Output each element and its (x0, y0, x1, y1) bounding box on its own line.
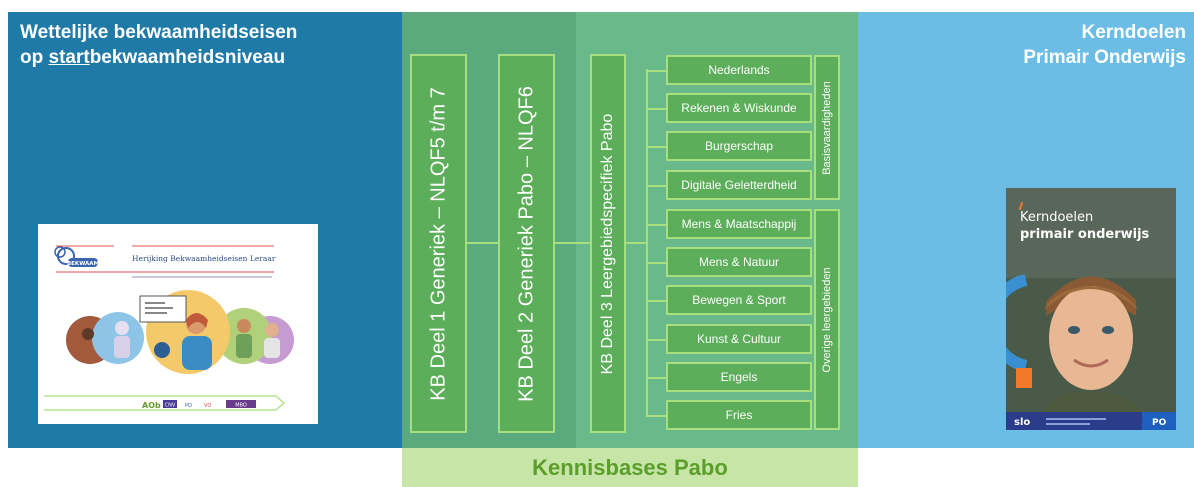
left-title: Wettelijke bekwaamheidseisen op startbek… (20, 20, 297, 70)
right-title: Kerndoelen Primair Onderwijs (1023, 20, 1186, 70)
kb-deel-1-label: KB Deel 1 Generiek – NLQF5 t/m 7 (427, 86, 449, 401)
connector-deel2-deel3 (555, 242, 590, 244)
kerndoelen-cover-image: Kerndoelen primair onderwijs slo PO (1006, 188, 1176, 430)
subject-kunst-cultuur: Kunst & Cultuur (666, 324, 812, 354)
subject-mens-maatschappij: Mens & Maatschappij (666, 209, 812, 239)
category-overige-leergebieden: Overige leergebieden (814, 209, 840, 430)
connector-deel1-deel2 (467, 242, 498, 244)
subject-nederlands: Nederlands (666, 55, 812, 85)
cover-right-title-line2: primair onderwijs (1020, 227, 1150, 242)
category-basisvaardigheden: Basisvaardigheden (814, 55, 840, 200)
kb-deel-2-box: KB Deel 2 Generiek Pabo – NLQF6 (498, 54, 555, 433)
subject-rekenen-wiskunde: Rekenen & Wiskunde (666, 93, 812, 123)
left-title-underlined: start (48, 47, 90, 68)
subject-fries: Fries (666, 400, 812, 430)
subject-connector (646, 300, 666, 302)
cover-logo-text: BEKWAAM (67, 261, 99, 267)
subject-engels: Engels (666, 362, 812, 392)
subject-connector (646, 377, 666, 379)
left-title-line1: Wettelijke bekwaamheidseisen (20, 22, 298, 43)
connector-deel3-spine (626, 242, 648, 244)
subject-connector (646, 415, 666, 417)
left-title-prefix: op (20, 47, 49, 68)
left-title-line2: op startbekwaamheidsniveau (20, 45, 297, 70)
subject-mens-natuur: Mens & Natuur (666, 247, 812, 277)
cover-left-title: Herijking Bekwaamheidseisen Leraar (132, 254, 276, 263)
kb-deel-1-box: KB Deel 1 Generiek – NLQF5 t/m 7 (410, 54, 467, 433)
subject-digitale-geletterdheid: Digitale Geletterdheid (666, 170, 812, 200)
subject-connector (646, 262, 666, 264)
left-title-rest: bekwaamheidsniveau (89, 47, 286, 68)
cover-footer-logo-3: PO (185, 403, 192, 409)
kb-deel-2-label: KB Deel 2 Generiek Pabo – NLQF6 (515, 85, 537, 402)
subject-bewegen-sport: Bewegen & Sport (666, 285, 812, 315)
right-title-line1: Kerndoelen (1081, 22, 1186, 43)
subject-connector (646, 339, 666, 341)
kennisbases-band: Kennisbases Pabo (402, 448, 858, 487)
cover-footer-logo-1: AOb (142, 401, 161, 410)
right-title-line2: Primair Onderwijs (1023, 47, 1186, 68)
cover-footer-logo-5: MBO (235, 403, 247, 409)
cover-right-badge: PO (1152, 418, 1167, 428)
category-overige-leergebieden-label: Overige leergebieden (821, 266, 833, 373)
kennisbases-label: Kennisbases Pabo (532, 454, 728, 480)
subject-connector (646, 108, 666, 110)
category-basisvaardigheden-label: Basisvaardigheden (821, 80, 833, 175)
subject-connector (646, 185, 666, 187)
cover-right-brand: slo (1014, 417, 1030, 428)
subject-connector (646, 224, 666, 226)
kb-deel-3-label: KB Deel 3 Leergebiedspecifiek Pabo (599, 113, 616, 374)
cover-footer-logo-4: VO (204, 403, 211, 409)
subject-burgerschap: Burgerschap (666, 131, 812, 161)
subject-connector (646, 70, 666, 72)
cover-footer-logo-2: CNV (165, 403, 176, 409)
subject-connector (646, 146, 666, 148)
kb-deel-3-box: KB Deel 3 Leergebiedspecifiek Pabo (590, 54, 626, 433)
bekwaamheidseisen-cover-image: BEKWAAM Herijking Bekwaamheidseisen Lera… (38, 224, 318, 424)
cover-right-title-line1: Kerndoelen (1020, 210, 1093, 225)
